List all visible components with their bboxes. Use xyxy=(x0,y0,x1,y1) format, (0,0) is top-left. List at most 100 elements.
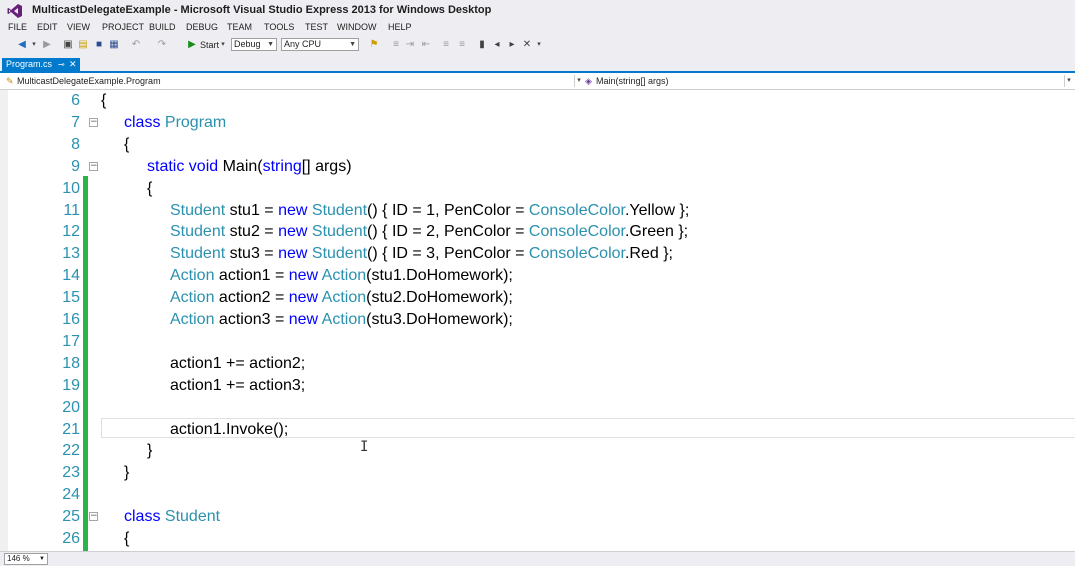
collapse-icon[interactable]: − xyxy=(89,511,98,522)
collapse-icon[interactable]: − xyxy=(89,160,98,171)
back-dropdown-icon[interactable]: ▾ xyxy=(32,41,36,48)
line-number: 16 xyxy=(62,311,80,328)
code-line[interactable]: 24 xyxy=(0,484,1075,506)
save-all-icon[interactable]: ▦ xyxy=(109,39,119,50)
bookmark-icon[interactable]: ▮ xyxy=(479,39,485,50)
zoom-select[interactable]: 146 % ▼ xyxy=(4,553,48,565)
line-number: 8 xyxy=(71,135,80,153)
menu-build[interactable]: BUILD xyxy=(149,22,176,32)
code-line[interactable]: 7− class Program xyxy=(0,112,1075,134)
find-in-files-icon[interactable]: ⚑ xyxy=(369,39,379,50)
code-text: { xyxy=(101,92,107,109)
code-line[interactable]: 17 xyxy=(0,331,1075,353)
pin-icon[interactable]: ⊸ xyxy=(58,60,65,69)
tab-underline xyxy=(0,71,1075,73)
chevron-down-icon[interactable]: ▾ xyxy=(574,75,583,87)
redo-icon[interactable]: ↷ xyxy=(157,39,167,50)
solution-config-select[interactable]: Debug ▼ xyxy=(231,38,277,51)
code-line[interactable]: 23} xyxy=(0,462,1075,484)
menu-window[interactable]: WINDOW xyxy=(337,22,377,32)
code-line[interactable]: 6{ xyxy=(0,90,1075,112)
code-line[interactable]: 20 xyxy=(0,397,1075,419)
menu-team[interactable]: TEAM xyxy=(227,22,253,32)
line-number: 23 xyxy=(62,464,80,482)
code-text: action1.Invoke(); xyxy=(170,420,289,438)
comment-icon[interactable]: ≡ xyxy=(443,39,449,50)
indent-icon[interactable]: ⇥ xyxy=(405,39,415,50)
code-text: Action action1 = new Action(stu1.DoHomew… xyxy=(170,267,513,285)
line-number: 13 xyxy=(62,245,80,263)
menu-tools[interactable]: TOOLS xyxy=(264,22,295,32)
line-number: 24 xyxy=(62,486,80,504)
code-line[interactable]: 22} xyxy=(0,440,1075,462)
open-file-icon[interactable]: ▤ xyxy=(78,39,88,50)
change-tracking-bar xyxy=(83,176,88,551)
code-line[interactable]: 8{ xyxy=(0,134,1075,156)
solution-config-value: Debug xyxy=(234,39,261,49)
code-line[interactable]: 9−static void Main(string[] args) xyxy=(0,156,1075,178)
type-selector[interactable]: ✎MulticastDelegateExample.Program xyxy=(6,75,576,88)
tab-program-cs[interactable]: Program.cs ⊸ ✕ xyxy=(2,58,80,71)
chevron-down-icon: ▼ xyxy=(349,41,356,48)
save-icon[interactable]: ■ xyxy=(95,39,103,50)
code-text: { xyxy=(124,530,130,547)
zoom-value: 146 % xyxy=(7,554,30,563)
window-title: MulticastDelegateExample - Microsoft Vis… xyxy=(32,4,492,16)
code-line[interactable]: 25−class Student xyxy=(0,506,1075,528)
menu-bar: FILE EDIT VIEW PROJECT BUILD DEBUG TEAM … xyxy=(0,22,1075,36)
prev-bookmark-icon[interactable]: ◂ xyxy=(494,39,500,50)
line-number: 7 xyxy=(71,113,80,131)
tab-label: Program.cs xyxy=(6,59,53,69)
start-button[interactable]: Start xyxy=(200,40,220,50)
undo-icon[interactable]: ↶ xyxy=(131,39,141,50)
comment-out-icon[interactable]: ≡ xyxy=(459,39,465,50)
toolbar-options-icon[interactable]: ▾ xyxy=(537,41,541,48)
code-line[interactable]: 26 { xyxy=(0,528,1075,550)
clear-bookmarks-icon[interactable]: ✕ xyxy=(522,39,532,50)
chevron-down-icon[interactable]: ▾ xyxy=(1064,75,1073,87)
code-text: Student stu2 = new Student() { ID = 2, P… xyxy=(170,223,689,241)
start-icon[interactable]: ▶ xyxy=(188,39,196,50)
close-icon[interactable]: ✕ xyxy=(69,59,77,69)
line-number: 17 xyxy=(62,332,80,350)
code-line[interactable]: 10{ xyxy=(0,178,1075,200)
menu-file[interactable]: FILE xyxy=(8,22,28,32)
forward-icon[interactable]: ▶ xyxy=(43,39,51,50)
method-icon: ◈ xyxy=(585,76,592,86)
selection-margin xyxy=(0,90,8,551)
menu-edit[interactable]: EDIT xyxy=(37,22,58,32)
code-text: class Program xyxy=(124,113,227,131)
uncomment-icon[interactable]: ≡ xyxy=(393,39,399,50)
toolbar: ◀ ▾ ▶ ▣ ▤ ■ ▦ ↶ ↷ ▶ Start ▾ Debug ▼ Any … xyxy=(0,36,1075,54)
member-selector[interactable]: ◈Main(string[] args) xyxy=(585,75,1065,88)
menu-test[interactable]: TEST xyxy=(305,22,329,32)
menu-help[interactable]: HELP xyxy=(388,22,412,32)
menu-debug[interactable]: DEBUG xyxy=(186,22,219,32)
menu-view[interactable]: VIEW xyxy=(67,22,91,32)
type-selector-value: MulticastDelegateExample.Program xyxy=(17,76,161,86)
line-number: 26 xyxy=(62,530,80,547)
line-number: 20 xyxy=(62,398,80,416)
outdent-icon[interactable]: ⇤ xyxy=(421,39,431,50)
start-dropdown-icon[interactable]: ▾ xyxy=(221,41,225,48)
code-text: action1 += action2; xyxy=(170,354,306,372)
next-bookmark-icon[interactable]: ▸ xyxy=(509,39,515,50)
platform-select[interactable]: Any CPU ▼ xyxy=(281,38,359,51)
editor-bottom-bar: 146 % ▼ xyxy=(0,551,1075,566)
back-icon[interactable]: ◀ xyxy=(18,39,26,50)
title-bar: MulticastDelegateExample - Microsoft Vis… xyxy=(0,0,1075,22)
menu-project[interactable]: PROJECT xyxy=(102,22,145,32)
collapse-icon[interactable]: − xyxy=(89,116,98,127)
new-project-icon[interactable]: ▣ xyxy=(63,39,73,50)
chevron-down-icon: ▼ xyxy=(267,41,274,48)
